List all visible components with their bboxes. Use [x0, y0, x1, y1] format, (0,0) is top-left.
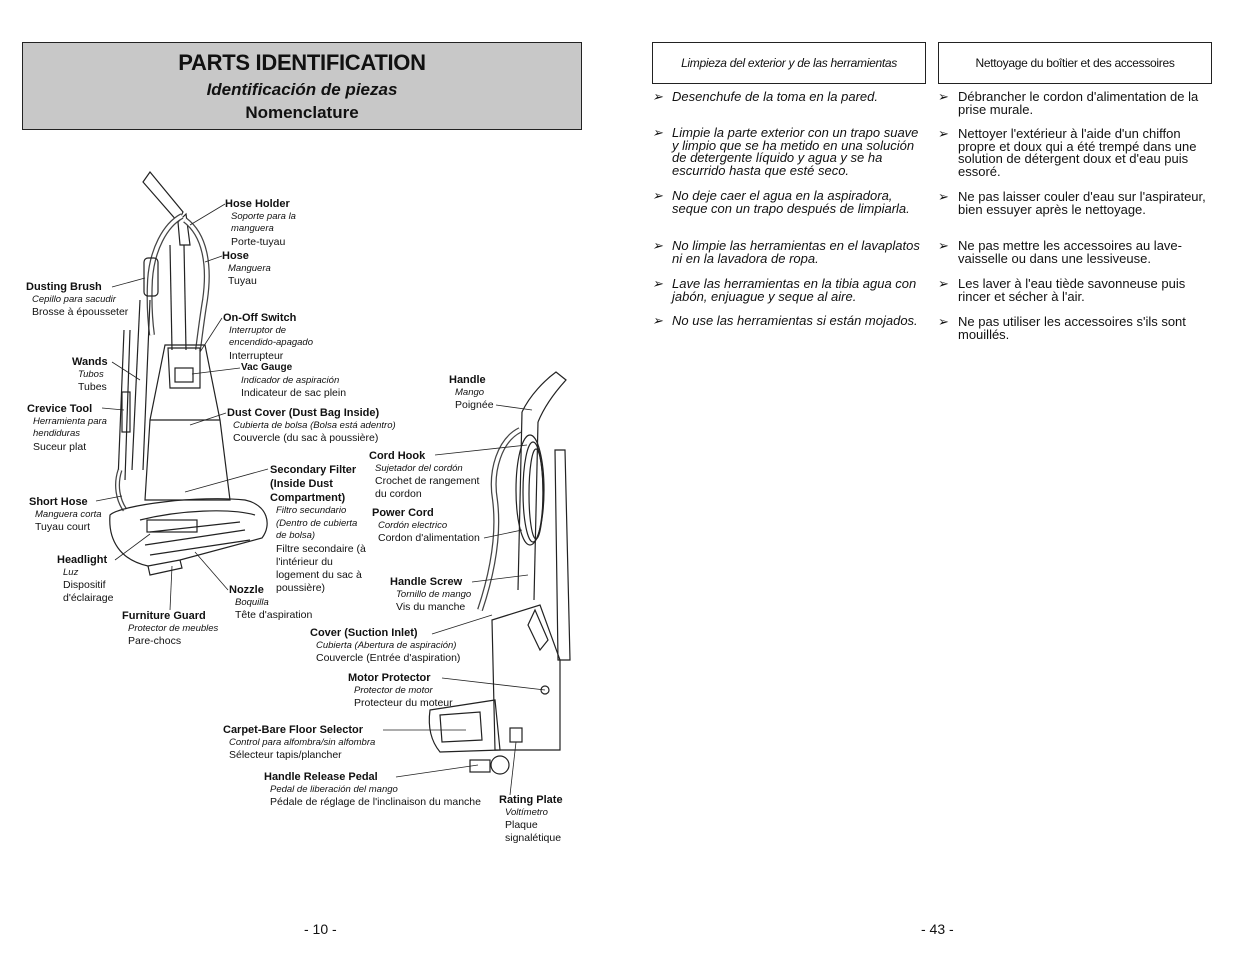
- french-bullet-1: ➢ Débrancher le cordon d'alimentation de…: [938, 89, 1199, 117]
- label-handle: Handle Mango Poignée: [449, 374, 494, 411]
- french-bullet-5: ➢ Les laver à l'eau tiède savonneuse pui…: [938, 276, 1186, 304]
- arrow-bullet-icon: ➢: [652, 125, 663, 140]
- label-short-hose: Short Hose Manguera corta Tuyau court: [29, 496, 102, 533]
- arrow-bullet-icon: ➢: [938, 189, 949, 204]
- label-hose-holder: Hose Holder Soporte para la manguera Por…: [225, 198, 296, 248]
- label-handle-screw: Handle Screw Tornillo de mango Vis du ma…: [390, 576, 472, 613]
- french-section-header: Nettoyage du boîtier et des accessoires: [938, 42, 1212, 84]
- leader-lines: [95, 203, 546, 796]
- front-vacuum-drawing: [109, 171, 268, 576]
- spanish-bullet-3: ➢ No deje caer el agua en la aspiradora,…: [652, 188, 910, 216]
- arrow-bullet-icon: ➢: [652, 276, 663, 291]
- label-secondary-filter: Secondary Filter (Inside Dust Compartmen…: [270, 464, 366, 594]
- label-motor-protector: Motor Protector Protector de motor Prote…: [348, 672, 453, 709]
- french-bullet-2: ➢ Nettoyer l'extérieur à l'aide d'un chi…: [938, 126, 1197, 179]
- title-french: Nomenclature: [245, 103, 359, 122]
- arrow-bullet-icon: ➢: [652, 89, 663, 104]
- french-bullet-6: ➢ Ne pas utiliser les accessoires s'ils …: [938, 314, 1186, 342]
- arrow-bullet-icon: ➢: [652, 313, 663, 328]
- arrow-bullet-icon: ➢: [652, 238, 663, 253]
- label-carpet-selector: Carpet-Bare Floor Selector Control para …: [223, 724, 376, 761]
- page-number-left: - 10 -: [304, 921, 337, 937]
- label-nozzle: Nozzle Boquilla Tête d'aspiration: [229, 584, 313, 621]
- label-rating-plate: Rating Plate Voltímetro Plaque signaléti…: [499, 794, 563, 844]
- label-furniture-guard: Furniture Guard Protector de meubles Par…: [122, 610, 219, 647]
- label-crevice-tool: Crevice Tool Herramienta para hendiduras…: [27, 403, 107, 453]
- arrow-bullet-icon: ➢: [938, 238, 949, 253]
- side-vacuum-drawing: [428, 371, 571, 775]
- spanish-bullet-4: ➢ No limpie las herramientas en el lavap…: [652, 238, 920, 266]
- parts-title-box: PARTS IDENTIFICATION Identificación de p…: [22, 42, 582, 130]
- arrow-bullet-icon: ➢: [938, 276, 949, 291]
- spanish-bullet-1: ➢ Desenchufe de la toma en la pared.: [652, 89, 878, 104]
- label-power-cord: Power Cord Cordón electrico Cordon d'ali…: [372, 507, 480, 544]
- title-english: PARTS IDENTIFICATION: [178, 50, 426, 75]
- label-wands: Wands Tubos Tubes: [72, 356, 108, 393]
- label-on-off-switch: On-Off Switch Interruptor de encendido-a…: [223, 312, 313, 362]
- french-bullet-3: ➢ Ne pas laisser couler d'eau sur l'aspi…: [938, 189, 1206, 217]
- title-spanish: Identificación de piezas: [206, 80, 398, 99]
- arrow-bullet-icon: ➢: [652, 188, 663, 203]
- arrow-bullet-icon: ➢: [938, 126, 949, 141]
- label-hose: Hose Manguera Tuyau: [222, 250, 271, 287]
- french-bullet-4: ➢ Ne pas mettre les accessoires au lave-…: [938, 238, 1182, 266]
- page-number-right: - 43 -: [921, 921, 954, 937]
- label-headlight: Headlight Luz Dispositif d'éclairage: [57, 554, 114, 604]
- label-cover-suction: Cover (Suction Inlet) Cubierta (Abertura…: [310, 627, 461, 664]
- label-handle-release-pedal: Handle Release Pedal Pedal de liberación…: [264, 771, 481, 808]
- spanish-bullet-6: ➢ No use las herramientas si están mojad…: [652, 313, 918, 328]
- spanish-bullet-5: ➢ Lave las herramientas en la tibia agua…: [652, 276, 917, 304]
- arrow-bullet-icon: ➢: [938, 314, 949, 329]
- label-cord-hook: Cord Hook Sujetador del cordón Crochet d…: [369, 450, 480, 500]
- label-dust-cover: Dust Cover (Dust Bag Inside) Cubierta de…: [227, 407, 396, 444]
- label-dusting-brush: Dusting Brush Cepillo para sacudir Bross…: [26, 281, 129, 318]
- spanish-section-header: Limpieza del exterior y de las herramien…: [652, 42, 926, 84]
- label-vac-gauge: Vac Gauge Indicador de aspiración Indica…: [241, 362, 347, 399]
- arrow-bullet-icon: ➢: [938, 89, 949, 104]
- spanish-bullet-2: ➢ Limpie la parte exterior con un trapo …: [652, 125, 919, 178]
